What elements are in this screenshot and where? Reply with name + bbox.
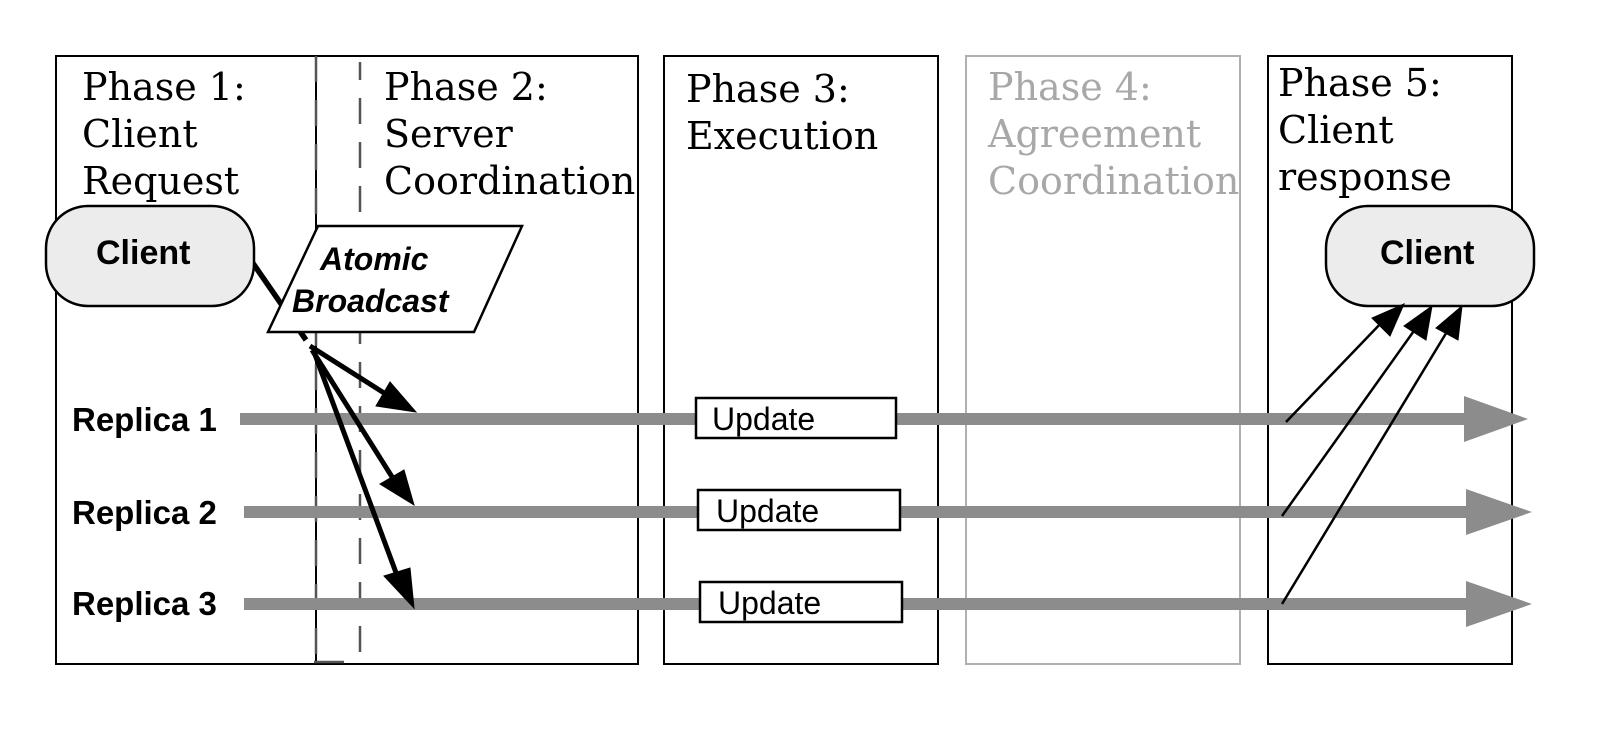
replica-3-response-arrowhead [1435, 304, 1463, 341]
broadcast-to-replica-1-arrowhead [375, 381, 418, 413]
replica-1-label: Replica 1 [72, 401, 217, 438]
update-box-replica-1: Update [694, 396, 898, 440]
phase-5-box [1267, 55, 1513, 665]
broadcast-to-replica-1-line [308, 343, 394, 401]
replica-2-response-arrowhead [1403, 304, 1433, 341]
replica-2-response-line [1280, 327, 1418, 517]
phase-4-box [965, 55, 1241, 665]
update-label: Update [718, 585, 821, 621]
update-box-replica-2: Update [696, 488, 902, 532]
replica-2-label: Replica 2 [72, 494, 217, 531]
update-box-replica-3: Update [698, 580, 904, 624]
atomic-broadcast-node: Atomic Broadcast [266, 224, 524, 334]
phase-5-title: Phase 5: Client response [1278, 61, 1454, 199]
broadcast-arrows [245, 254, 418, 610]
phase-3-box [663, 55, 939, 665]
response-arrows [1280, 303, 1463, 605]
phase-2-title: Phase 2: Server Coordination [384, 65, 635, 203]
client-response-node: Client [1324, 204, 1536, 308]
broadcast-to-replica-3-line [311, 351, 401, 579]
broadcast-to-replica-2-line [309, 348, 397, 482]
phase-1-title: Phase 1: Client Request [82, 65, 258, 203]
client-request-node: Client [44, 204, 256, 308]
replica-3-response-line [1280, 329, 1450, 605]
replica-3-label: Replica 3 [72, 585, 217, 622]
replica-1-response-arrowhead [1371, 303, 1405, 337]
phase-3-title: Phase 3: Execution [686, 67, 878, 158]
replica-1-response-line [1285, 319, 1385, 423]
dashed-phase-boundary [314, 56, 362, 664]
client-response-label: Client [1380, 234, 1474, 272]
update-label: Update [712, 401, 815, 437]
broadcast-to-replica-3-arrowhead [383, 567, 415, 610]
update-label: Update [716, 493, 819, 529]
phase-4-title: Phase 4: Agreement Coordination [987, 65, 1239, 203]
atomic-broadcast-label: Atomic Broadcast [292, 241, 450, 319]
client-request-label: Client [96, 234, 190, 272]
broadcast-to-replica-2-arrowhead [379, 469, 415, 507]
